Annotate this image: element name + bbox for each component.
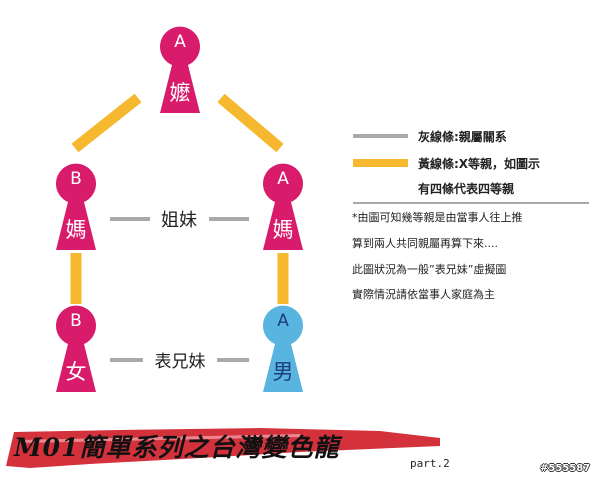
person-node-mom-b: B 媽 <box>56 163 96 250</box>
note-line-3: 此圖狀況為一般”表兄妹”虛擬圖 <box>352 263 507 276</box>
node-letter: B <box>70 311 82 331</box>
note-line-2: 算到兩人共同親屬再算下來.... <box>352 237 498 250</box>
person-node-grandma: A 嬤 <box>160 26 200 113</box>
node-letter: A <box>174 32 186 52</box>
note-line-1: *由圖可知幾等親是由當事人往上推 <box>352 211 523 224</box>
node-label: 女 <box>66 360 87 384</box>
legend-yellow-label-2: 有四條代表四等親 <box>418 182 515 196</box>
degree-line-grandma-mom-a <box>217 93 284 153</box>
node-label: 媽 <box>66 218 87 242</box>
keyhole-shape <box>263 305 303 392</box>
person-node-girl-b: B 女 <box>56 305 96 392</box>
relation-label-cousins: 表兄妹 <box>155 352 206 372</box>
banner-part-label: part.2 <box>410 457 450 470</box>
degree-line-grandma-mom-b <box>71 93 142 153</box>
relation-label-sisters: 姐妹 <box>161 210 197 231</box>
node-label: 男 <box>273 360 294 384</box>
keyhole-shape <box>56 305 96 392</box>
legend-yellow-label: 黃線條:X等親，如圖示 <box>418 157 541 171</box>
person-node-boy-a: A 男 <box>263 305 303 392</box>
note-line-4: 實際情況請依當事人家庭為主 <box>352 288 495 301</box>
node-letter: A <box>277 311 289 331</box>
keyhole-shape <box>56 163 96 250</box>
node-label: 媽 <box>273 218 294 242</box>
node-letter: A <box>277 169 289 189</box>
banner-title: M01簡單系列之台灣變色龍 <box>14 433 340 462</box>
banner-brush-streak <box>20 434 300 443</box>
keyhole-shape <box>263 163 303 250</box>
node-label: 嬤 <box>170 81 191 105</box>
keyhole-shape <box>160 26 200 113</box>
legend-gray-label: 灰線條:親屬關系 <box>418 130 507 144</box>
person-node-mom-a: A 媽 <box>263 163 303 250</box>
watermark-tag: #555587 <box>540 463 591 474</box>
node-letter: B <box>70 169 82 189</box>
